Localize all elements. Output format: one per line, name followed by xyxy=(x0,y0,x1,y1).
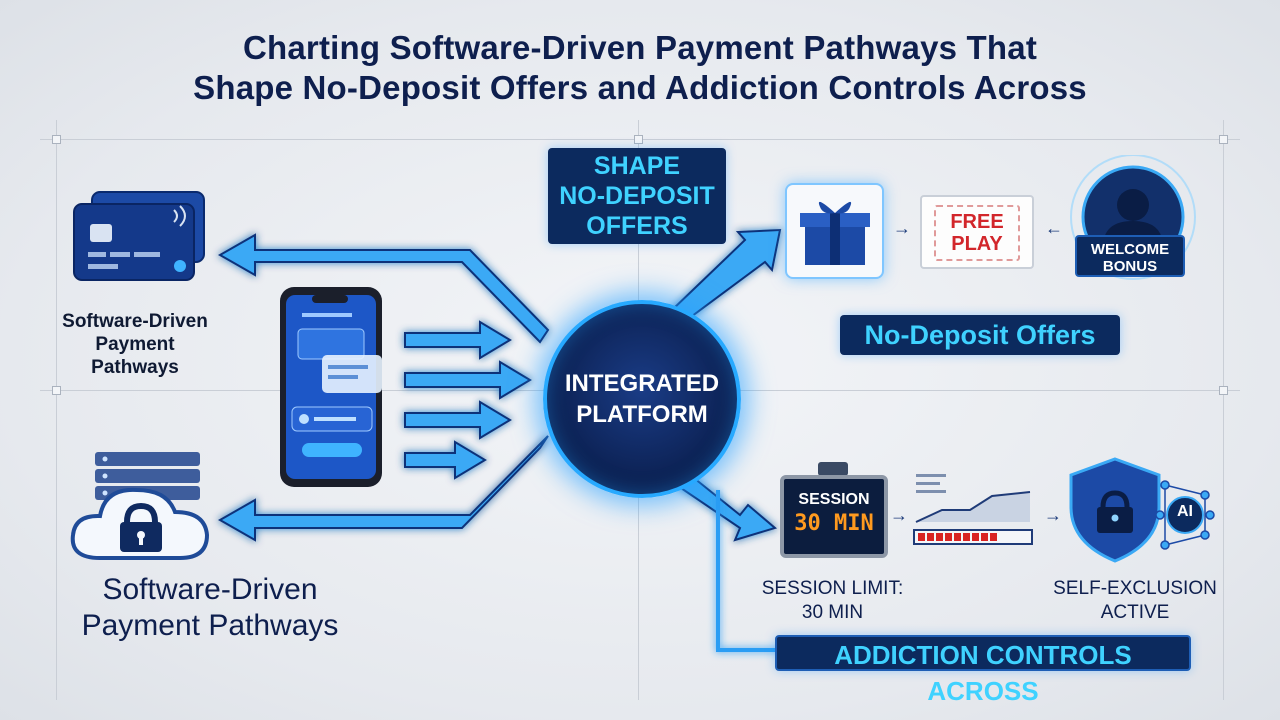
arrow-right-icon: → xyxy=(1044,505,1062,525)
exclusion-caption-line-1: SELF-EXCLUSION xyxy=(1053,578,1217,599)
self-exclusion-caption: SELF-EXCLUSION ACTIVE xyxy=(1040,577,1230,625)
grid-corner-marker xyxy=(634,135,643,144)
grid-corner-marker xyxy=(1219,386,1228,395)
arrow-left-icon: ← xyxy=(1045,218,1063,238)
credit-card-icon xyxy=(73,191,205,281)
welcome-line-1: WELCOME xyxy=(1090,241,1170,258)
shape-offers-pill: SHAPE NO-DEPOSIT OFFERS xyxy=(548,148,726,244)
grid-line xyxy=(56,120,57,700)
gift-icon xyxy=(800,201,870,265)
cloud-lock-icon xyxy=(70,452,210,560)
arrow-in-1 xyxy=(404,320,512,360)
hub-line-2: PLATFORM xyxy=(576,401,708,428)
payment-label-bottom-line-1: Software-Driven xyxy=(102,573,318,606)
no-deposit-offers-caption: No-Deposit Offers xyxy=(840,315,1120,355)
timer-icon xyxy=(818,462,848,476)
gift-tile xyxy=(785,183,884,279)
integrated-platform-hub: INTEGRATED PLATFORM xyxy=(543,300,741,498)
chart-icon xyxy=(913,474,1033,545)
session-value: 30 MIN xyxy=(794,511,874,536)
arrow-to-cloud xyxy=(217,435,549,542)
arrow-in-4 xyxy=(404,440,487,480)
ticket-line-2: PLAY xyxy=(951,233,1003,255)
addiction-controls-caption: ADDICTION CONTROLS ACROSS xyxy=(775,635,1191,706)
grid-line xyxy=(1223,120,1224,700)
payment-label-bottom: Software-Driven Payment Pathways xyxy=(60,572,360,644)
page-title-line-1: Charting Software-Driven Payment Pathway… xyxy=(242,29,1038,66)
arrow-in-2 xyxy=(404,360,532,400)
payment-label-top-line-1: Software-Driven xyxy=(62,311,208,332)
shield-lock-icon xyxy=(1069,457,1215,563)
payment-label-top-line-2: Payment xyxy=(95,334,175,355)
ticket-line-1: FREE xyxy=(950,211,1004,233)
arrow-to-offers xyxy=(670,228,782,324)
payment-label-bottom-line-2: Payment Pathways xyxy=(81,609,339,642)
arrow-in-3 xyxy=(404,400,512,440)
session-caption-line-1: SESSION LIMIT: xyxy=(761,578,904,599)
ai-label: AI xyxy=(1177,503,1193,520)
session-limit-caption: SESSION LIMIT: 30 MIN xyxy=(745,577,920,625)
arrow-right-icon: → xyxy=(893,218,911,238)
session-timer-display: SESSION 30 MIN xyxy=(780,475,888,558)
payment-label-top: Software-Driven Payment Pathways xyxy=(30,310,240,379)
shape-pill-line-2: NO-DEPOSIT xyxy=(559,182,715,210)
shape-pill-line-1: SHAPE xyxy=(593,152,681,180)
grid-corner-marker xyxy=(1219,135,1228,144)
session-label: SESSION xyxy=(798,491,870,508)
caption-connector xyxy=(716,490,780,652)
welcome-line-2: BONUS xyxy=(1102,258,1158,275)
arrow-right-icon: → xyxy=(890,505,908,525)
arrow-to-session xyxy=(670,468,778,542)
page-title-line-2: Shape No-Deposit Offers and Addiction Co… xyxy=(193,69,1087,106)
session-caption-line-2: 30 MIN xyxy=(801,602,864,623)
payment-label-top-line-3: Pathways xyxy=(91,357,179,378)
welcome-bonus-badge: WELCOME BONUS xyxy=(1075,235,1185,277)
grid-corner-marker xyxy=(52,386,61,395)
hub-line-1: INTEGRATED xyxy=(564,370,720,397)
grid-corner-marker xyxy=(52,135,61,144)
smartphone-icon xyxy=(280,287,382,487)
exclusion-caption-line-2: ACTIVE xyxy=(1100,602,1170,623)
ai-network-icon xyxy=(1155,480,1215,550)
free-play-ticket: FREE PLAY xyxy=(920,195,1034,269)
arrow-to-card xyxy=(217,233,550,344)
shape-pill-line-3: OFFERS xyxy=(586,212,688,240)
